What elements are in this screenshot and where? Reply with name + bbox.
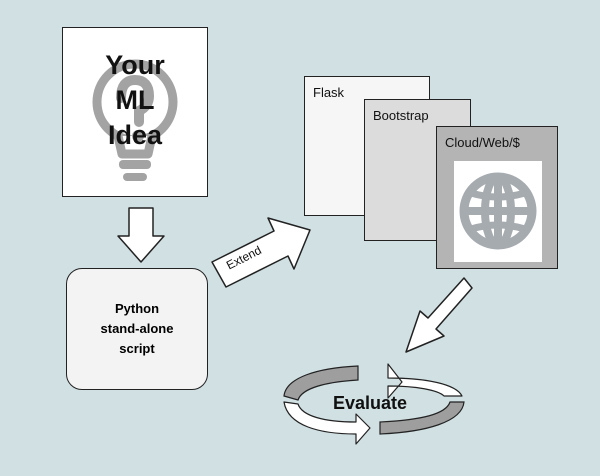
idea-title: Your ML Idea <box>105 50 165 150</box>
globe-icon <box>459 172 537 250</box>
page-cloud-web: Cloud/Web/$ <box>436 126 558 269</box>
page-bootstrap-label: Bootstrap <box>373 108 429 123</box>
page-cloud-web-label: Cloud/Web/$ <box>445 135 520 150</box>
down-arrow <box>117 207 165 263</box>
diagonal-arrow <box>405 277 473 353</box>
extend-arrow <box>211 217 311 288</box>
page-flask-label: Flask <box>313 85 345 100</box>
evaluate-label: Evaluate <box>332 393 408 413</box>
evaluate-cycle <box>283 363 465 445</box>
python-script-box: Python stand-alone script <box>66 268 208 390</box>
idea-box: Your ML Idea <box>62 27 208 197</box>
globe-tile <box>454 161 542 262</box>
lightbulb-icon <box>92 59 178 181</box>
